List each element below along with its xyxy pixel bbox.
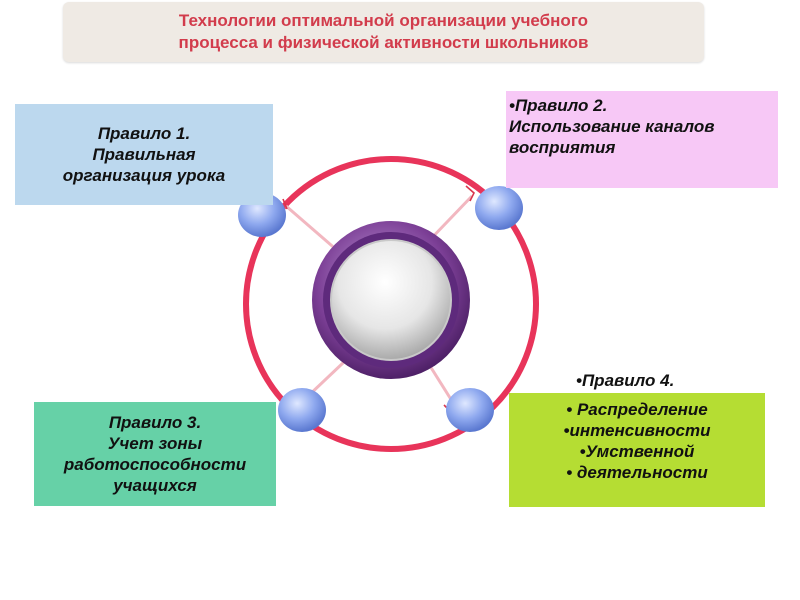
- rule-2-line-3: восприятия: [509, 138, 616, 157]
- rule-4-line-2: •интенсивности: [563, 421, 711, 440]
- rule-1-line-1: Правило 1.: [97, 124, 191, 143]
- rule-3-box: Правило 3. Учет зоны работоспособности у…: [34, 402, 276, 506]
- title-line-1: Технологии оптимальной организации учебн…: [178, 11, 589, 30]
- rule-4-line-3: •Умственной: [579, 442, 695, 461]
- rule-1-line-2: Правильная: [92, 145, 196, 164]
- rule-1-line-3: организация урока: [62, 166, 226, 185]
- node-bottom-right: [446, 388, 494, 432]
- rule-3-line-3: работоспособности: [63, 455, 247, 474]
- arrow-mark-top-right: [465, 185, 475, 202]
- arrow-mark-top-left: [282, 198, 288, 210]
- rule-3-line-4: учащихся: [113, 476, 197, 495]
- hub: [312, 221, 470, 379]
- rule-4-line-1: • Распределение: [566, 400, 708, 419]
- title: Технологии оптимальной организации учебн…: [179, 10, 589, 54]
- node-top-right: [475, 186, 523, 230]
- nodes: [238, 186, 523, 432]
- rule-4-box: • Распределение •интенсивности •Умственн…: [509, 393, 765, 507]
- rule-3-line-2: Учет зоны: [107, 434, 203, 453]
- outer-ring: [243, 156, 539, 452]
- rule-2-line-1: •Правило 2.: [509, 96, 608, 115]
- node-bottom-left: [278, 388, 326, 432]
- rule-4-line-4: • деятельности: [566, 463, 708, 482]
- rule-3-line-1: Правило 3.: [108, 413, 202, 432]
- title-box: Технологии оптимальной организации учебн…: [63, 2, 704, 62]
- title-line-2: процесса и физической активности школьни…: [178, 33, 589, 52]
- rule-1-box: Правило 1. Правильная организация урока: [15, 104, 273, 205]
- connector-bottom-right: [428, 365, 454, 402]
- hub-inner: [330, 239, 452, 361]
- rule-2-box: •Правило 2. Использование каналов воспри…: [506, 91, 778, 188]
- rule-2-line-2: Использование каналов: [509, 117, 715, 136]
- rule-4-header: •Правило 4.: [576, 371, 675, 390]
